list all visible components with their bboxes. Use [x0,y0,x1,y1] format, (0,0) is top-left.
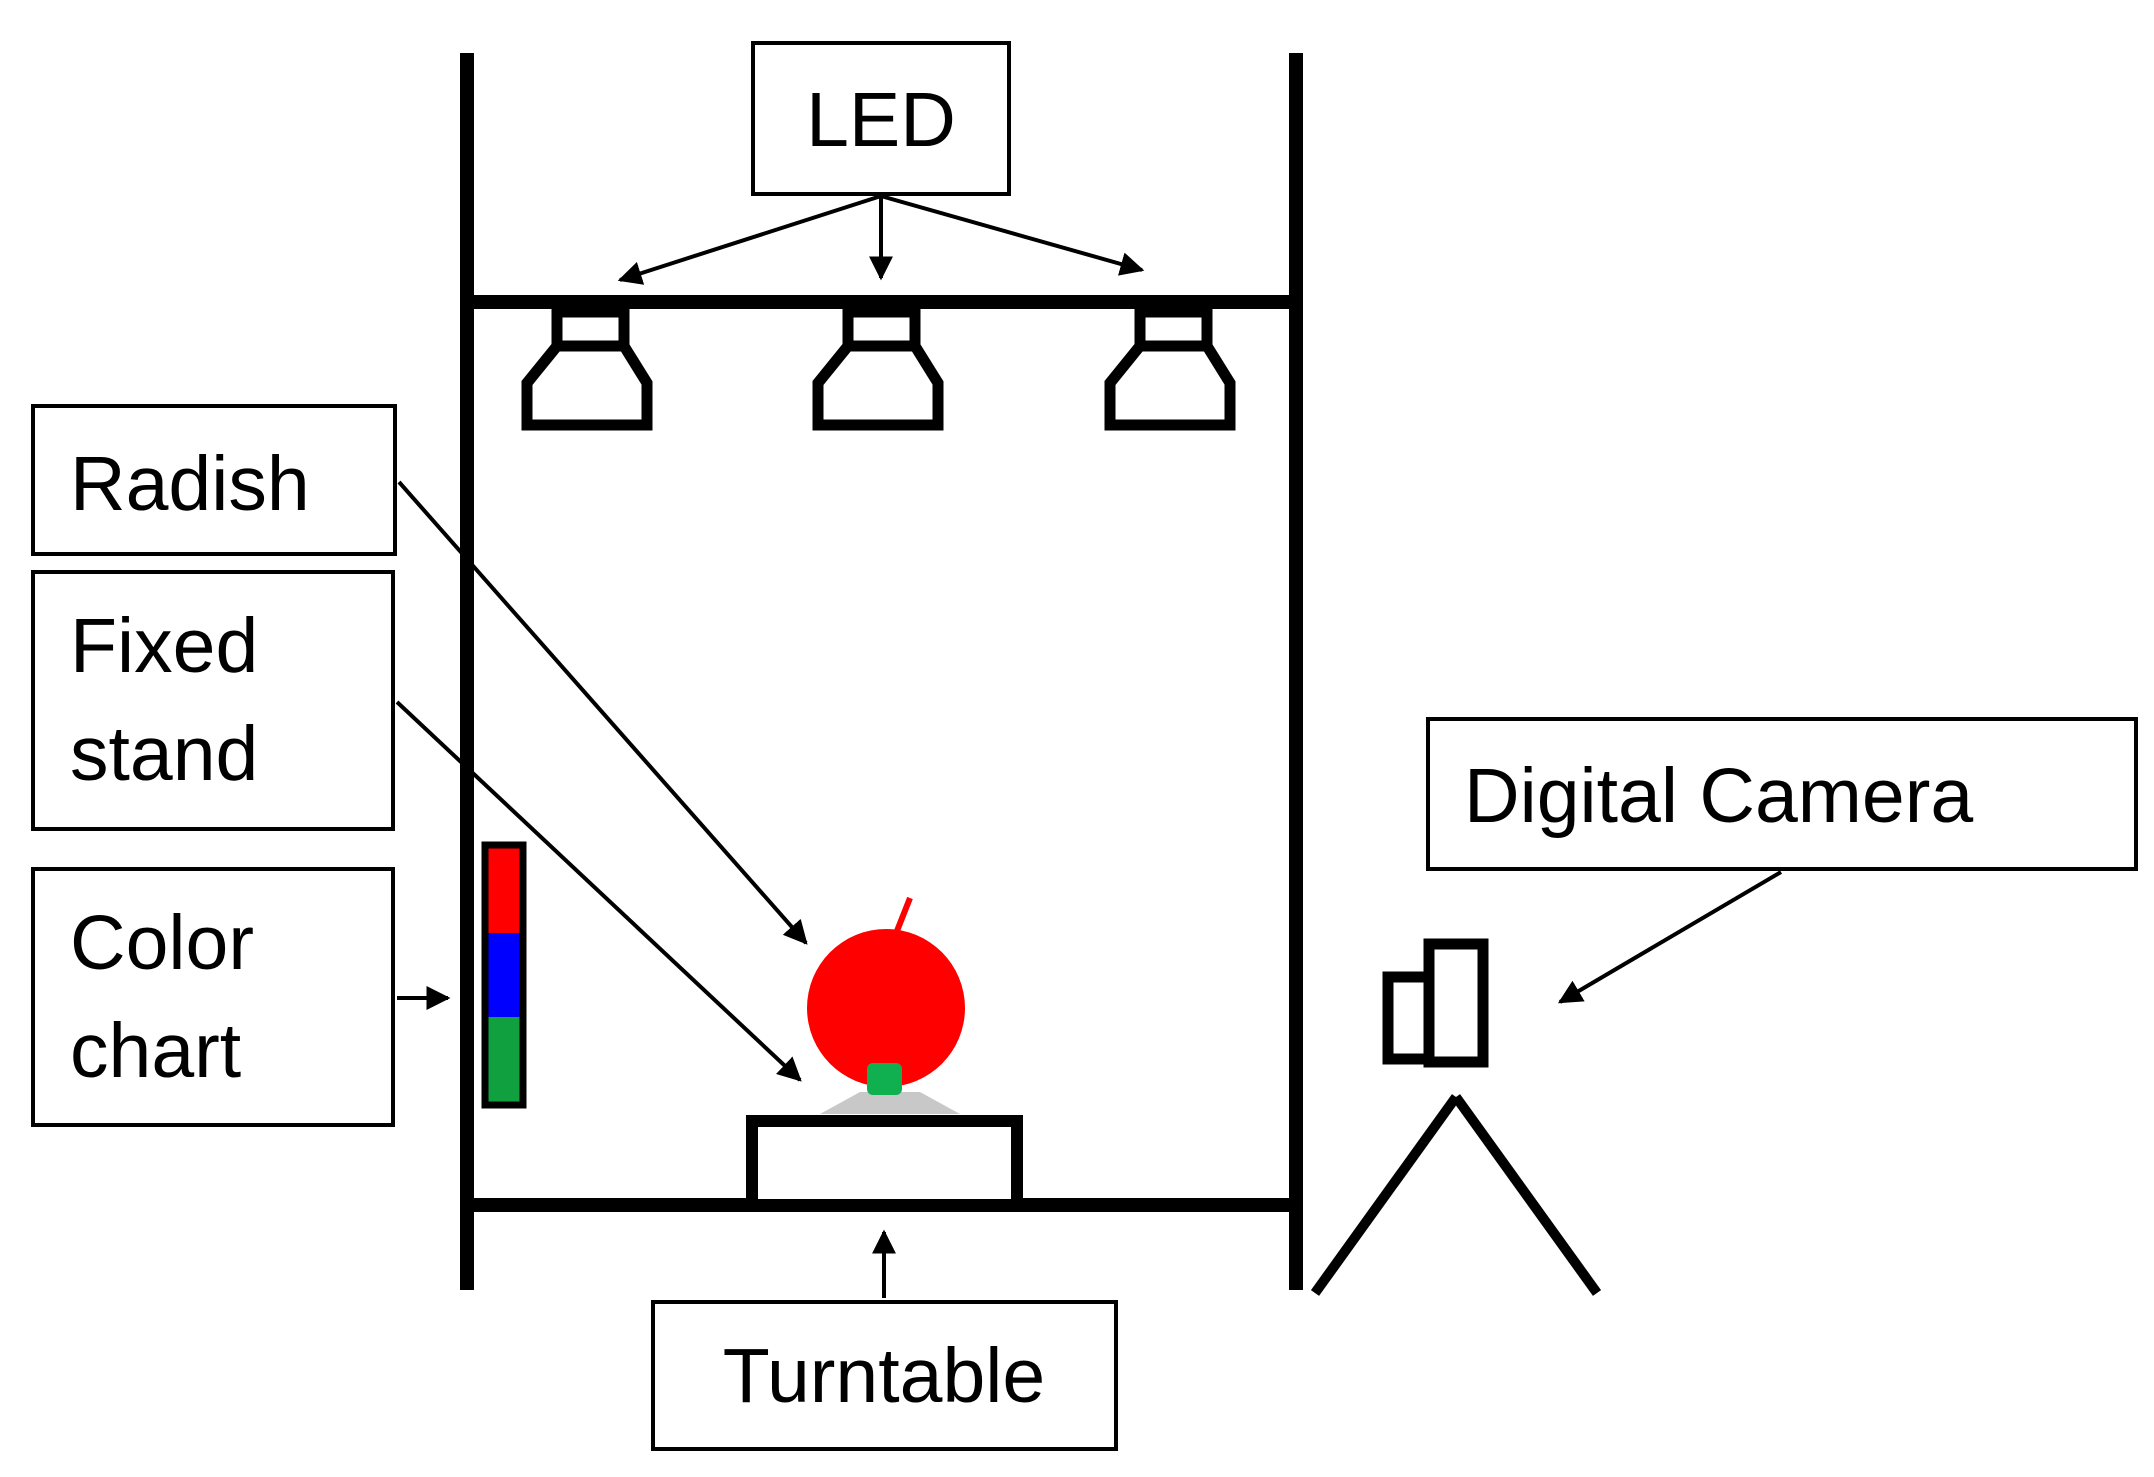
arrow-fixed-stand [395,700,802,1082]
stand-base [820,1092,960,1114]
turntable-label-text: Turntable [723,1333,1045,1419]
color-chart-red-patch [485,845,523,933]
radish-body [807,929,965,1087]
enclosure-frame [460,53,1303,1290]
color-chart-blue-patch [485,933,523,1017]
camera-icon [1382,938,1489,1068]
arrow-digital-camera [1557,870,1783,1004]
color-chart-label-line2: chart [70,1008,241,1094]
color-chart-label: Color chart [31,867,395,1127]
turntable-icon [746,1115,1023,1211]
radish-label: Radish [31,404,397,556]
color-chart-label-line1: Color [70,900,254,986]
turntable-label: Turntable [651,1300,1118,1451]
led-lamp-icon [812,306,944,431]
color-chart-outline [481,841,527,1109]
tripod-icon [1310,1094,1602,1296]
fixed-stand-label: Fixed stand [31,570,395,831]
led-label-text: LED [806,77,956,163]
led-lamp-icon [1104,306,1236,431]
fixed-stand [867,1063,902,1095]
led-label: LED [751,41,1011,196]
color-chart-icon [481,841,527,1109]
digital-camera-label: Digital Camera [1426,717,2138,871]
arrow-radish [397,480,808,945]
led-lamp-icon [521,306,653,431]
radish-icon [807,896,965,1087]
fixed-stand-label-line1: Fixed [70,603,258,689]
arrow-led-right [880,194,1145,276]
radish-stem [892,896,913,938]
digital-camera-label-text: Digital Camera [1464,753,1973,839]
arrow-led-left [617,194,882,285]
radish-label-text: Radish [70,441,310,527]
arrows [395,194,1783,1298]
fixed-stand-label-line2: stand [70,711,258,797]
color-chart-green-patch [485,1017,523,1105]
